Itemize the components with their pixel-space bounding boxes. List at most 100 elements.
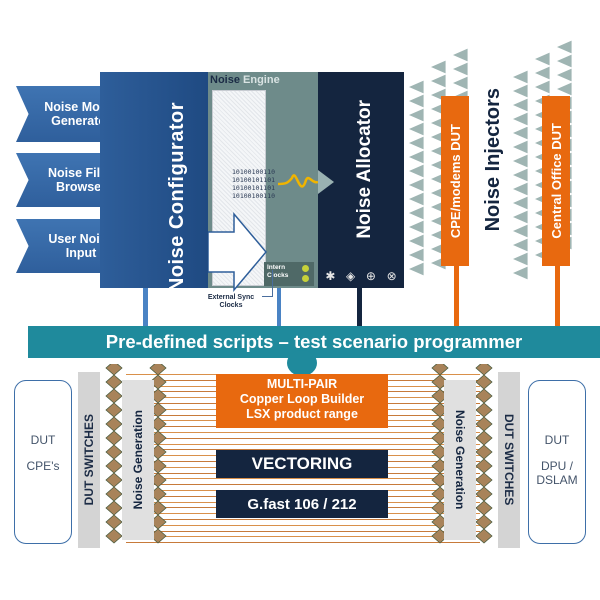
multi-pair-box[interactable]: MULTI-PAIR Copper Loop Builder LSX produ… [216, 374, 388, 428]
noise-allocator-box[interactable]: Noise Allocator ✱ ◈ ⊕ ⊗ [318, 72, 404, 288]
scripts-bar-label: Pre-defined scripts – test scenario prog… [105, 331, 523, 352]
injector-triangle [407, 135, 425, 151]
injector-triangle [511, 237, 529, 253]
diamond-node [105, 500, 123, 516]
external-clocks-bracket [262, 270, 273, 297]
scripts-bar[interactable]: Pre-defined scripts – test scenario prog… [28, 326, 600, 358]
injector-triangle [407, 247, 425, 263]
right-noise-generation-label: Noise Generation [453, 410, 467, 510]
binary-line: 10100101101 [232, 176, 276, 184]
injector-triangle [407, 93, 425, 109]
copper-wire [126, 437, 480, 439]
injector-triangle [429, 59, 447, 75]
diamond-node [475, 444, 493, 460]
connector-line [357, 288, 362, 328]
connector-line [277, 288, 281, 328]
copper-wire [126, 530, 480, 532]
noise-injectors-label: Noise Injectors [482, 88, 504, 232]
dut-dpu-dslam-box[interactable]: DUT DPU / DSLAM [528, 380, 586, 544]
noise-engine-title: Noise Engine [210, 74, 280, 86]
injector-triangle [407, 219, 425, 235]
multi-pair-line3: LSX product range [246, 407, 358, 421]
external-clocks-label: External Sync Clocks [207, 294, 255, 309]
injector-triangle [511, 111, 529, 127]
diamond-node [149, 364, 167, 376]
left-dut-switches[interactable]: DUT SWITCHES [78, 372, 100, 548]
right-dut-switches[interactable]: DUT SWITCHES [498, 372, 520, 548]
copper-wire [126, 519, 480, 520]
engine-arrow-icon [208, 211, 267, 293]
gfast-box[interactable]: G.fast 106 / 212 [216, 490, 388, 518]
central-office-dut-bar[interactable]: Central Office DUT [542, 96, 570, 266]
copper-wire [126, 478, 480, 480]
injector-triangle [407, 177, 425, 193]
cpe-modems-dut-label: CPE/modems DUT [447, 123, 463, 239]
injector-triangle [511, 97, 529, 113]
dut-cpe-box[interactable]: DUT CPE's [14, 380, 72, 544]
diamond-node [105, 486, 123, 502]
noise-engine-box[interactable]: Noise Engine 10100100110 10100101101 101… [208, 72, 318, 293]
scripts-bar-node [287, 350, 317, 376]
vectoring-box[interactable]: VECTORING [216, 450, 388, 478]
dut-dpu-line2: DPU / [540, 459, 573, 473]
right-dut-switches-label: DUT SWITCHES [502, 414, 516, 506]
dut-dpu-line3: DSLAM [536, 473, 578, 487]
injector-triangle [511, 83, 529, 99]
injector-triangle [555, 67, 573, 83]
diamond-node [475, 472, 493, 488]
left-noise-generation[interactable]: Noise Generation [122, 380, 154, 540]
diamond-node [105, 430, 123, 446]
injector-triangle [429, 73, 447, 89]
noise-engine-title-part2: Engine [243, 74, 280, 86]
injector-triangle [533, 51, 551, 67]
injector-triangle [511, 167, 529, 183]
left-dut-switches-label: DUT SWITCHES [82, 414, 96, 506]
diamond-node [475, 500, 493, 516]
copper-wire [126, 432, 480, 433]
injector-triangle [555, 53, 573, 69]
diamond-node [105, 528, 123, 544]
multi-pair-line1: MULTI-PAIR [266, 377, 338, 391]
injector-triangle [407, 261, 425, 277]
diamond-node [475, 402, 493, 418]
right-noise-generation[interactable]: Noise Generation [444, 380, 476, 540]
injector-triangle [511, 153, 529, 169]
clock-indicator-icon [302, 275, 309, 282]
copper-wire [126, 449, 480, 451]
dut-cpe-line1: DUT [30, 433, 56, 447]
binary-line: 10100101101 [232, 184, 276, 192]
diamond-node [105, 388, 123, 404]
connector-line [555, 265, 560, 328]
allocator-icon-row: ✱ ◈ ⊕ ⊗ [320, 267, 402, 285]
vectoring-label: VECTORING [251, 454, 353, 473]
injector-triangle [555, 81, 573, 97]
clock-indicator-icon [302, 265, 309, 272]
user-noise-input-label: User Noise Input [48, 232, 114, 260]
noise-configurator-box[interactable]: Noise Configurator [100, 72, 208, 292]
asterisk-icon: ✱ [325, 269, 336, 283]
diamond-node [475, 364, 493, 376]
diamond-arrows-icon: ◈ [346, 269, 356, 283]
diamond-node [105, 402, 123, 418]
injector-triangle [407, 205, 425, 221]
diamond-node [475, 416, 493, 432]
injector-triangle [511, 209, 529, 225]
binary-line: 10100100110 [232, 192, 276, 200]
diamond-node [431, 364, 449, 376]
diamond-node [475, 374, 493, 390]
copper-wire [126, 484, 480, 486]
noise-engine-title-part1: Noise [210, 74, 244, 86]
intern-clocks-label: Intern Clocks [267, 264, 289, 279]
diamond-node [105, 374, 123, 390]
diamond-node [105, 472, 123, 488]
injector-triangle [407, 149, 425, 165]
injector-triangle [511, 251, 529, 267]
multi-pair-line2: Copper Loop Builder [239, 392, 365, 406]
injector-triangle [407, 233, 425, 249]
diamond-node [105, 458, 123, 474]
injector-triangle [407, 163, 425, 179]
injector-triangle [555, 40, 573, 55]
cpe-modems-dut-bar[interactable]: CPE/modems DUT [441, 96, 469, 266]
copper-wire [126, 542, 480, 544]
left-noise-generation-label: Noise Generation [131, 410, 145, 510]
